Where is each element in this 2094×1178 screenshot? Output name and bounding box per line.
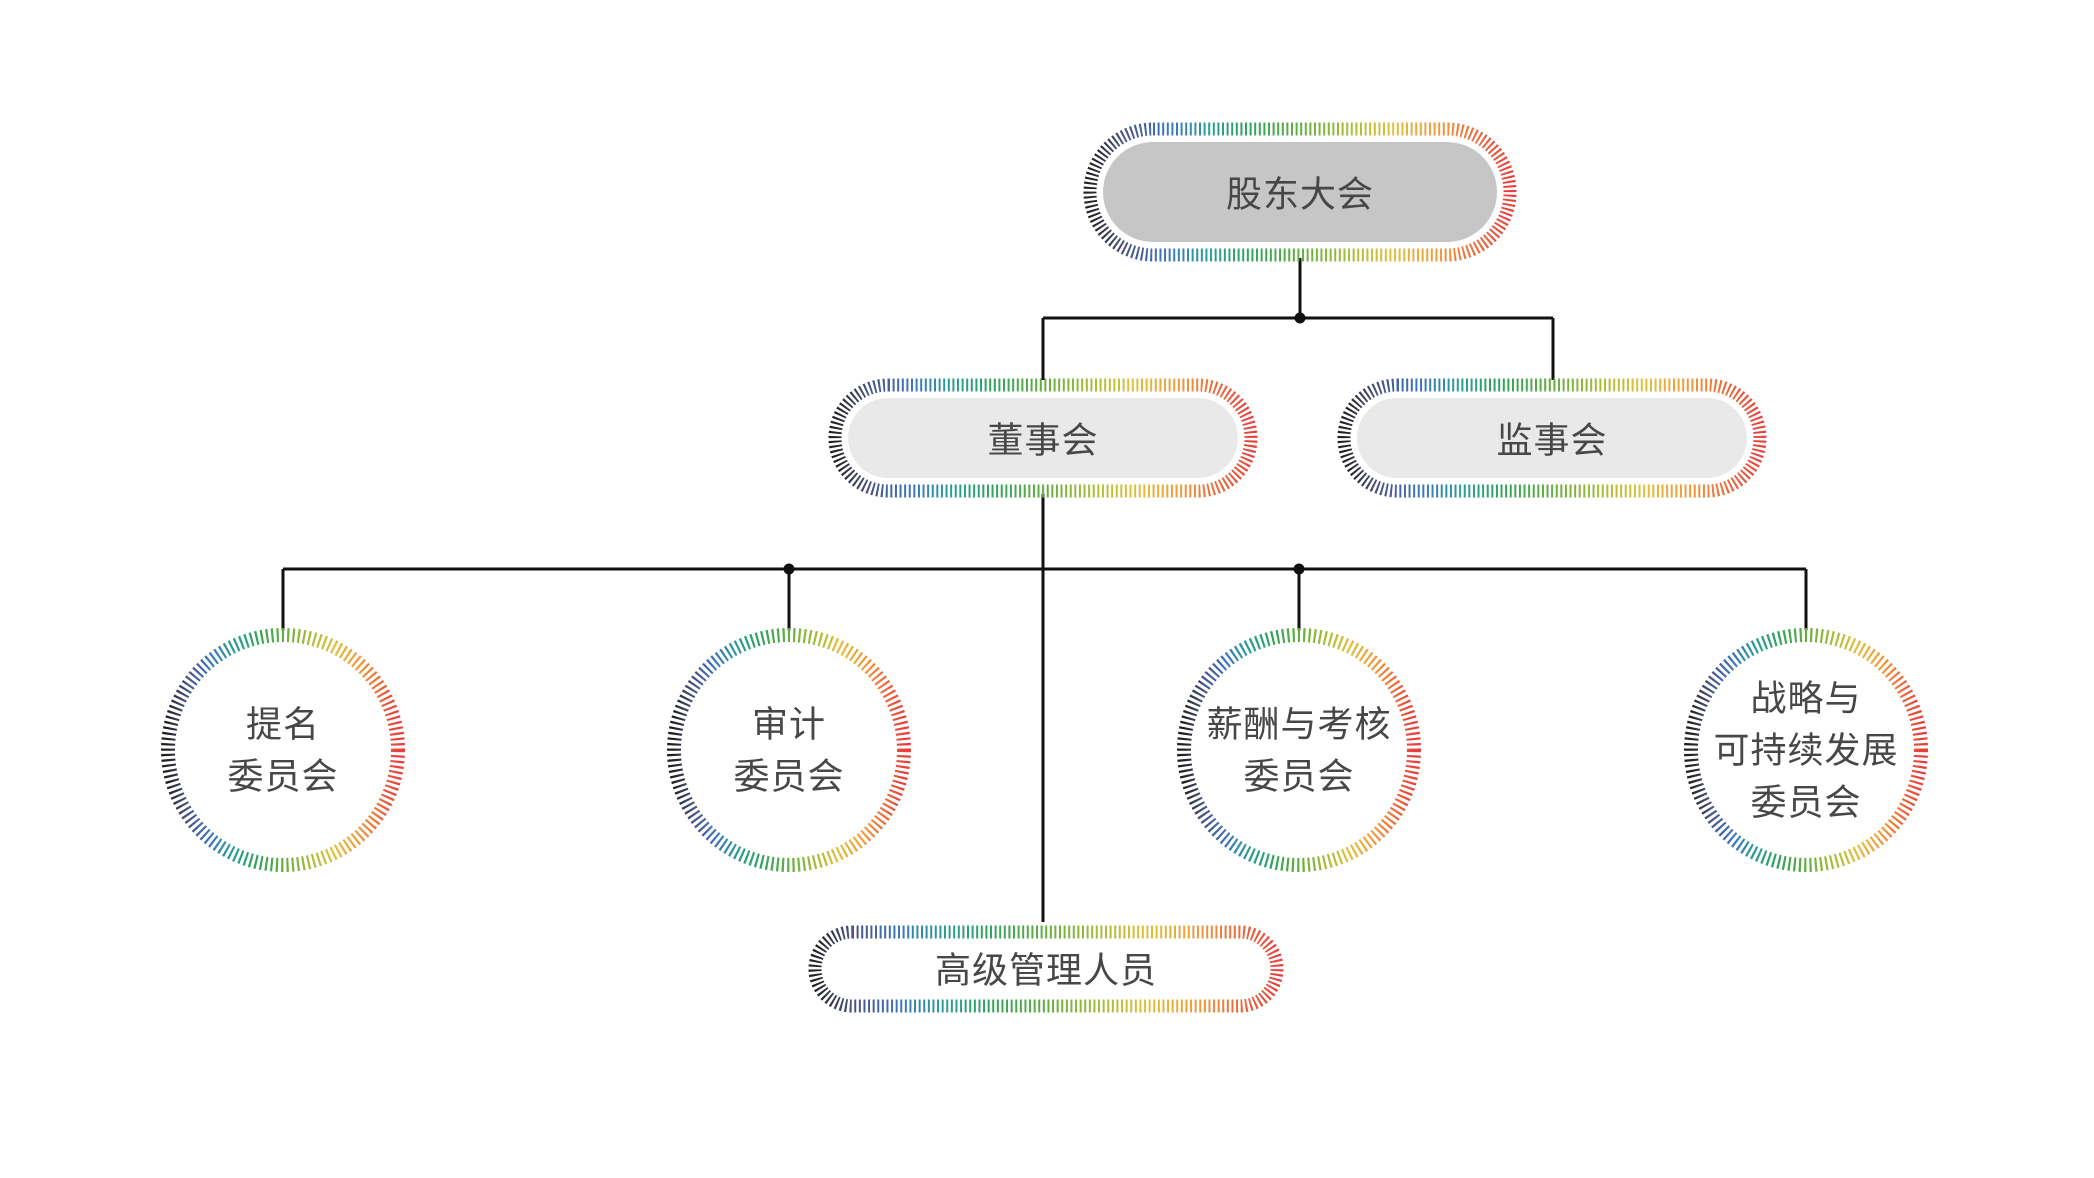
node-board-of-directors: 董事会 [828, 378, 1258, 498]
node-label-line1: 战略与 [1750, 678, 1861, 719]
node-label-line2: 委员会 [1243, 756, 1354, 797]
node-label: 高级管理人员 [935, 950, 1157, 991]
tick-ring [1337, 378, 1767, 498]
tick-ring [1083, 122, 1517, 262]
node-strategy-committee: 战略与 可持续发展 委员会 [1684, 628, 1928, 872]
junction-dot-shareholders [1294, 312, 1306, 324]
node-remuneration-committee: 薪酬与考核 委员会 [1177, 628, 1421, 872]
junction-dot-remuneration [1293, 563, 1305, 575]
node-label-line1: 审计 [752, 704, 826, 745]
node-label: 董事会 [987, 420, 1098, 461]
node-label: 监事会 [1496, 420, 1607, 461]
tick-ring [161, 628, 405, 872]
node-nomination-committee: 提名 委员会 [161, 628, 405, 872]
node-senior-management: 高级管理人员 [808, 925, 1284, 1013]
node-label-line2: 可持续发展 [1713, 730, 1898, 771]
node-fill [848, 398, 1238, 478]
node-label-line1: 提名 [246, 704, 320, 745]
tick-ring [1684, 628, 1928, 872]
node-label-line2: 委员会 [227, 756, 338, 797]
tick-ring [1177, 628, 1421, 872]
node-label: 股东大会 [1226, 174, 1374, 215]
tick-ring [667, 628, 911, 872]
node-label-line2: 委员会 [733, 756, 844, 797]
tick-ring [828, 378, 1258, 498]
node-audit-committee: 审计 委员会 [667, 628, 911, 872]
node-shareholders-meeting: 股东大会 [1083, 122, 1517, 262]
node-label-line3: 委员会 [1750, 782, 1861, 823]
junction-dot-audit [783, 563, 795, 575]
tick-ring [808, 925, 1284, 1013]
connectors [281, 258, 1808, 922]
node-fill [1357, 398, 1747, 478]
node-board-of-supervisors: 监事会 [1337, 378, 1767, 498]
node-label-line1: 薪酬与考核 [1206, 704, 1391, 745]
node-fill [1103, 142, 1497, 242]
